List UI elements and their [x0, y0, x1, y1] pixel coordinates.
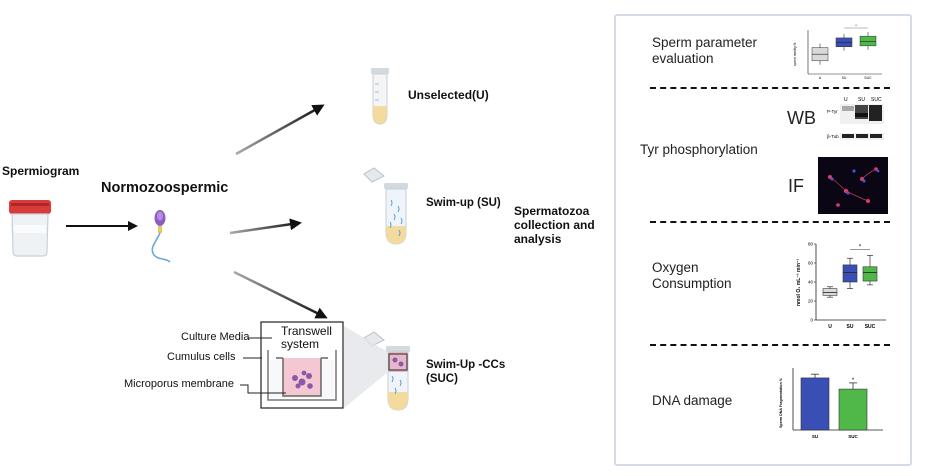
c2-ytick-80: 80 [808, 242, 814, 247]
if-label: IF [788, 176, 804, 196]
c1-tick-U: U [819, 76, 822, 80]
tube-unselected-icon [371, 68, 389, 125]
c2-ytick-20: 20 [808, 299, 814, 304]
c3-bar-SUC [838, 388, 868, 431]
c1-tick-SU: SU [842, 76, 847, 80]
transwell-inset [260, 321, 344, 409]
sample-container-icon [9, 200, 51, 257]
unselected-label: Unselected(U) [408, 88, 489, 102]
c3-sig-annotation: * [852, 378, 855, 384]
c3-tick-SUC: SUC [848, 434, 858, 439]
c2-ylabel: nmol O₂ mL⁻¹ min⁻¹ [796, 258, 802, 306]
c3-ylabel: Sperm DNA Fragmentation % [779, 377, 783, 428]
oxygen-line2: Consumption [652, 276, 732, 291]
sperm-cell-icon [151, 210, 171, 263]
wb-row-btub: β-Tub [827, 134, 839, 139]
tyr-phosphorylation-label: Tyr phosphorylation [640, 142, 758, 157]
immunofluorescence-image [818, 157, 888, 214]
western-blot: U SU SUC P-Tyr β-Tub [826, 93, 892, 149]
oxygen-line1: Oxygen [652, 260, 699, 275]
c2-sig-annotation: * [859, 245, 862, 251]
tube-swimup-icon [363, 167, 408, 245]
c3-bar-SU [800, 377, 830, 431]
transwell-line2: system [281, 337, 320, 351]
dna-damage-barchart: Sperm DNA Fragmentation % SU SUC * [779, 368, 883, 439]
sperm-parameter-line1: Sperm parameter [652, 35, 758, 50]
oxygen-boxplot: 0 20 40 60 80 nmol O₂ mL⁻¹ min⁻¹ U SU SUC * [796, 242, 886, 330]
c2-tick-SU: SU [847, 324, 854, 330]
transwell-line1: Transwell [281, 324, 332, 338]
swimup-ccs-line1: Swim-Up -CCs [426, 359, 506, 371]
c2-tick-U: U [828, 324, 832, 330]
spermiogram-label: Spermiogram [2, 164, 80, 178]
c2-ytick-60: 60 [808, 261, 814, 266]
arrow-to-suc [233, 270, 328, 319]
microporus-membrane-label: Microporus membrane [124, 378, 235, 390]
spermatozoa-line3: analysis [514, 232, 562, 246]
spermatozoa-line2: collection and [514, 218, 595, 232]
c2-ytick-40: 40 [808, 280, 814, 285]
magnification-cone [344, 326, 388, 408]
cumulus-cells-label: Cumulus cells [167, 351, 236, 363]
divider-3 [650, 344, 890, 346]
workflow-diagram [9, 68, 410, 411]
c2-box-SU [842, 264, 858, 283]
wb-lane-SUC: SUC [871, 97, 882, 103]
divider-1 [650, 87, 890, 89]
oxygen-consumption-label: Oxygen Consumption [652, 260, 732, 292]
sperm-parameter-line2: evaluation [652, 51, 714, 66]
c2-ytick-0: 0 [810, 318, 813, 323]
c2-box-SUC [862, 266, 878, 282]
c3-tick-SU: SU [812, 434, 818, 439]
c1-box-SUC [859, 35, 877, 47]
spermatozoa-line1: Spermatozoa [514, 204, 590, 218]
divider-2 [650, 221, 890, 223]
wb-lane-U: U [844, 97, 848, 103]
swimup-ccs-label: Swim-Up -CCs (SUC) [426, 358, 505, 386]
c2-tick-SUC: SUC [865, 324, 876, 330]
swimup-label: Swim-up (SU) [426, 197, 501, 209]
motility-boxplot: sperm motility % U SU SUC * [793, 23, 882, 80]
sperm-parameter-label: Sperm parameter evaluation [652, 35, 757, 67]
arrow-to-unselected [235, 104, 325, 156]
culture-media-label: Culture Media [181, 331, 250, 343]
spermatozoa-label: Spermatozoa collection and analysis [514, 204, 595, 246]
wb-label: WB [787, 108, 816, 128]
callout-lines [240, 337, 286, 394]
swimup-ccs-line2: (SUC) [426, 373, 458, 385]
c1-tick-SUC: SUC [864, 76, 872, 80]
dna-damage-label: DNA damage [652, 393, 733, 408]
c1-sig-annotation: * [855, 23, 857, 28]
normozoospermic-label: Normozoospermic [101, 180, 229, 196]
c1-ylabel: sperm motility % [793, 42, 797, 66]
wb-row-ptyr: P-Tyr [827, 109, 838, 114]
wb-lane-SU: SU [858, 97, 865, 103]
c2-box-U [822, 288, 838, 296]
arrow-to-swimup [229, 218, 302, 235]
transwell-label: Transwell system [281, 325, 332, 351]
